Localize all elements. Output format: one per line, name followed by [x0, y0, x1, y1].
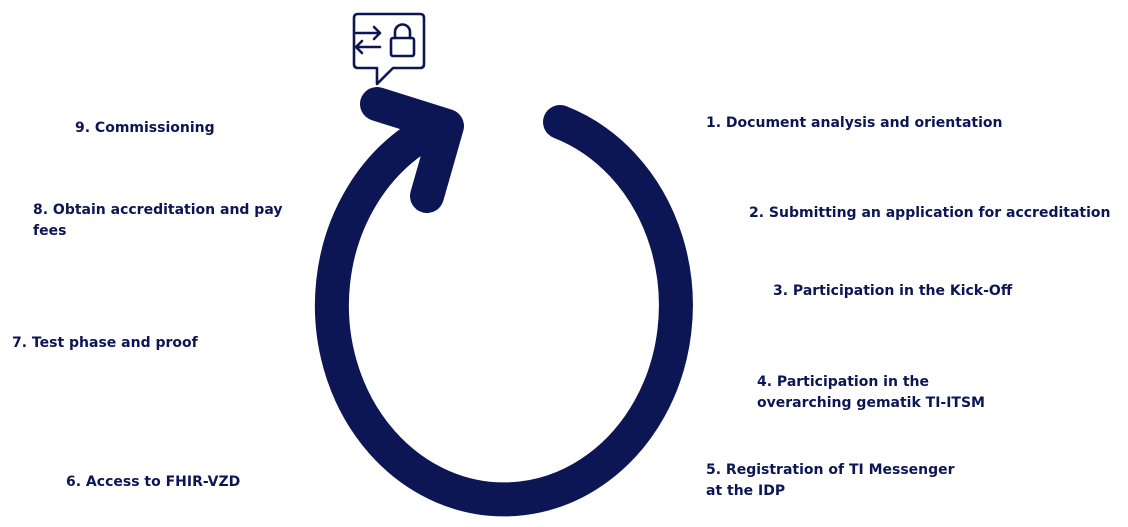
step-7-label: 7. Test phase and proof: [12, 333, 198, 354]
step-3-line-1: 3. Participation in the Kick-Off: [773, 283, 1013, 299]
step-8-line-1: 8. Obtain accreditation and pay: [33, 202, 283, 218]
step-1-label: 1. Document analysis and orientation: [706, 113, 1003, 134]
step-5-line-1: 5. Registration of TI Messenger: [706, 462, 955, 478]
step-8-label: 8. Obtain accreditation and pay fees: [33, 200, 282, 242]
step-2-line-1: 2. Submitting an application for accredi…: [749, 205, 1111, 221]
cycle-arrowhead: [360, 87, 464, 213]
step-3-label: 3. Participation in the Kick-Off: [773, 281, 1012, 302]
step-1-line-1: 1. Document analysis and orientation: [706, 115, 1003, 131]
step-9-label: 9. Commissioning: [75, 118, 215, 139]
step-7-line-1: 7. Test phase and proof: [12, 335, 198, 351]
step-4-line-2: overarching gematik TI-ITSM: [757, 395, 985, 411]
step-4-line-1: 4. Participation in the: [757, 374, 929, 390]
step-5-label: 5. Registration of TI Messenger at the I…: [706, 460, 955, 502]
step-4-label: 4. Participation in the overarching gema…: [757, 372, 985, 414]
step-9-line-1: 9. Commissioning: [75, 120, 215, 136]
step-5-line-2: at the IDP: [706, 483, 786, 499]
step-8-line-2: fees: [33, 223, 67, 239]
step-2-label: 2. Submitting an application for accredi…: [749, 203, 1110, 224]
step-6-label: 6. Access to FHIR-VZD: [66, 472, 240, 493]
secure-message-exchange-icon: [352, 12, 426, 86]
step-6-line-1: 6. Access to FHIR-VZD: [66, 474, 241, 490]
cycle-arrow: [314, 105, 693, 517]
